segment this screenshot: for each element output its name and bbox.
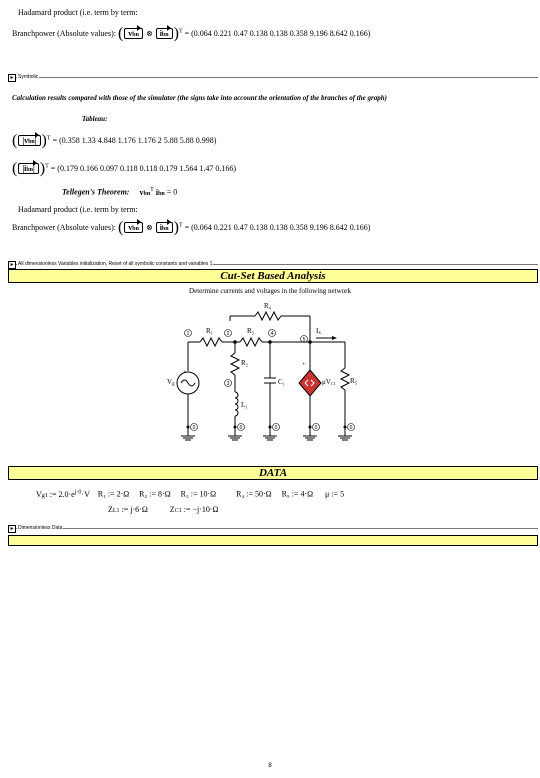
i-bn-values: (0.179 0.166 0.097 0.118 0.118 0.179 1.5… — [57, 164, 237, 173]
r2-def: R₂ := 8·Ω — [139, 489, 171, 499]
branchpower-row-top: Branchpower (Absolute values): (vbn ⊗ ib… — [12, 25, 371, 43]
vector-v-2: vbn — [124, 222, 143, 233]
node-0-b: 0 — [237, 423, 245, 431]
dimensionless-collapse-toggle[interactable]: ▸ — [8, 525, 16, 533]
vector-i: ibn — [155, 28, 173, 39]
branchpower-values-symbolic: (0.064 0.221 0.47 0.138 0.138 0.358 9.19… — [191, 223, 371, 232]
i-bn-row: (|ibn|)T = (0.179 0.166 0.097 0.118 0.11… — [12, 160, 237, 178]
label-r5: R₅ — [350, 377, 358, 385]
init-collapse-toggle[interactable]: ▸ — [8, 261, 16, 269]
cutset-banner: Cut-Set Based Analysis — [8, 269, 538, 283]
vector-i-2: ibn — [155, 222, 173, 233]
svg-text:0: 0 — [350, 425, 353, 431]
v-bn-values: (0.358 1.33 4.848 1.176 1.176 2 5.88 5.8… — [59, 136, 217, 145]
tellegen-i: ibn — [155, 187, 165, 197]
init-region-label: All dimensionless Variables initializati… — [17, 261, 214, 267]
tellegen-v: vbn — [139, 187, 151, 197]
dimensionless-region-label: Dimensionless Data — [17, 525, 64, 531]
label-r1: R₁ — [206, 327, 213, 335]
svg-text:4: 4 — [271, 331, 274, 337]
page-number: 8 — [268, 763, 272, 769]
r1-def: R₁ := 2·Ω — [97, 489, 130, 499]
resistor-r4 — [254, 310, 282, 322]
svg-text:1: 1 — [187, 331, 190, 337]
circuit-diagram: R₄ R₁ R₃ R₂ R₅ L₁ C₁ Vg Ix μVC1 + + 1 2 … — [167, 302, 358, 441]
init-region-line — [8, 264, 538, 265]
svg-text:0: 0 — [275, 425, 278, 431]
label-r3: R₃ — [247, 327, 255, 335]
zl1-def: ZL1 := j·6·Ω — [108, 505, 148, 514]
mu-def: μ := 5 — [325, 489, 345, 499]
branchpower-row-symbolic: Branchpower (Absolute values): (vbn ⊗ ib… — [12, 219, 371, 237]
node-0-d: 0 — [312, 423, 320, 431]
dimensionless-region-line — [8, 528, 538, 529]
data-row-2: ZL1 := j·6·Ω ZC1 := −j·10·Ω — [108, 505, 218, 514]
branchpower-label: Branchpower (Absolute values): — [12, 29, 116, 38]
tellegen-label: Tellegen's Theorem: — [62, 187, 130, 197]
label-plus-vg: + — [183, 370, 187, 376]
label-vg: Vg — [167, 378, 175, 387]
cutset-subtitle: Determine currents and voltages in the f… — [189, 287, 351, 295]
svg-text:0: 0 — [240, 425, 243, 431]
data-banner: DATA — [8, 466, 538, 480]
svg-text:3: 3 — [227, 381, 230, 387]
label-l1: L₁ — [241, 401, 248, 409]
symbolic-collapse-toggle[interactable]: ▸ — [8, 74, 16, 82]
label-r4: R₄ — [264, 302, 272, 310]
inductor-l1 — [234, 391, 239, 417]
tellegen-row: Tellegen's Theorem: vbnT ibn = 0 — [62, 187, 178, 197]
svg-text:2: 2 — [227, 331, 230, 337]
otimes-symbol: ⊗ — [145, 29, 153, 38]
data-title: DATA — [258, 467, 288, 479]
node-2: 2 — [224, 329, 232, 337]
svg-text:5: 5 — [303, 337, 306, 343]
dependent-source — [298, 369, 322, 397]
v-bn-row: (|vbn|)T = (0.358 1.33 4.848 1.176 1.176… — [12, 132, 217, 150]
node-4: 4 — [268, 329, 276, 337]
hadamard-title-symbolic: Hadamard product (i.e. term by term: — [18, 205, 138, 214]
tellegen-rhs: = 0 — [166, 187, 178, 197]
vector-i-abs: |ibn| — [18, 163, 39, 174]
node-1: 1 — [184, 329, 192, 337]
hadamard-title-top: Hadamard product (i.e. term by term: — [18, 8, 138, 17]
cutset-title: Cut-Set Based Analysis — [220, 270, 326, 282]
label-plus-dep: + — [302, 362, 306, 368]
node-0-a: 0 — [190, 423, 198, 431]
resistor-r1 — [199, 336, 223, 348]
resistor-r3 — [239, 336, 263, 348]
data-row-1: Vg1 := 2.0·ej·0·V R₁ := 2·Ω R₂ := 8·Ω R₃… — [36, 489, 344, 499]
r5-def: R₅ := 4·Ω — [281, 489, 314, 499]
svg-text:0: 0 — [193, 425, 196, 431]
resistor-r5 — [339, 367, 351, 391]
vector-v-abs: |vbn| — [18, 135, 41, 146]
label-r2: R₂ — [241, 359, 249, 367]
node-3: 3 — [224, 379, 232, 387]
vector-v: vbn — [124, 28, 143, 39]
tableau-label: Tableau: — [82, 115, 108, 123]
r3-def: R₃ := 10·Ω — [180, 489, 217, 499]
node-5: 5 — [300, 335, 308, 343]
label-c1: C₁ — [278, 378, 285, 386]
resistor-r2 — [229, 352, 241, 376]
r4-def: R₄ := 50·Ω — [236, 489, 272, 499]
node-0-e: 0 — [347, 423, 355, 431]
label-muvc1: μVC1 — [322, 378, 335, 386]
symbolic-region-line — [8, 77, 538, 78]
svg-text:0: 0 — [315, 425, 318, 431]
symbolic-region-label: Symbolic — [17, 74, 40, 80]
ground-symbols — [181, 435, 352, 441]
branchpower-values-top: (0.064 0.221 0.47 0.138 0.138 0.358 9.19… — [191, 29, 371, 38]
calc-results-title: Calculation results compared with those … — [12, 94, 387, 102]
zc1-def: ZC1 := −j·10·Ω — [169, 505, 219, 514]
label-ix: Ix — [316, 327, 321, 336]
node-0-c: 0 — [272, 423, 280, 431]
empty-yellow-bar — [8, 535, 538, 546]
vg1-def: Vg1 := 2.0·ej·0·V — [36, 489, 90, 499]
